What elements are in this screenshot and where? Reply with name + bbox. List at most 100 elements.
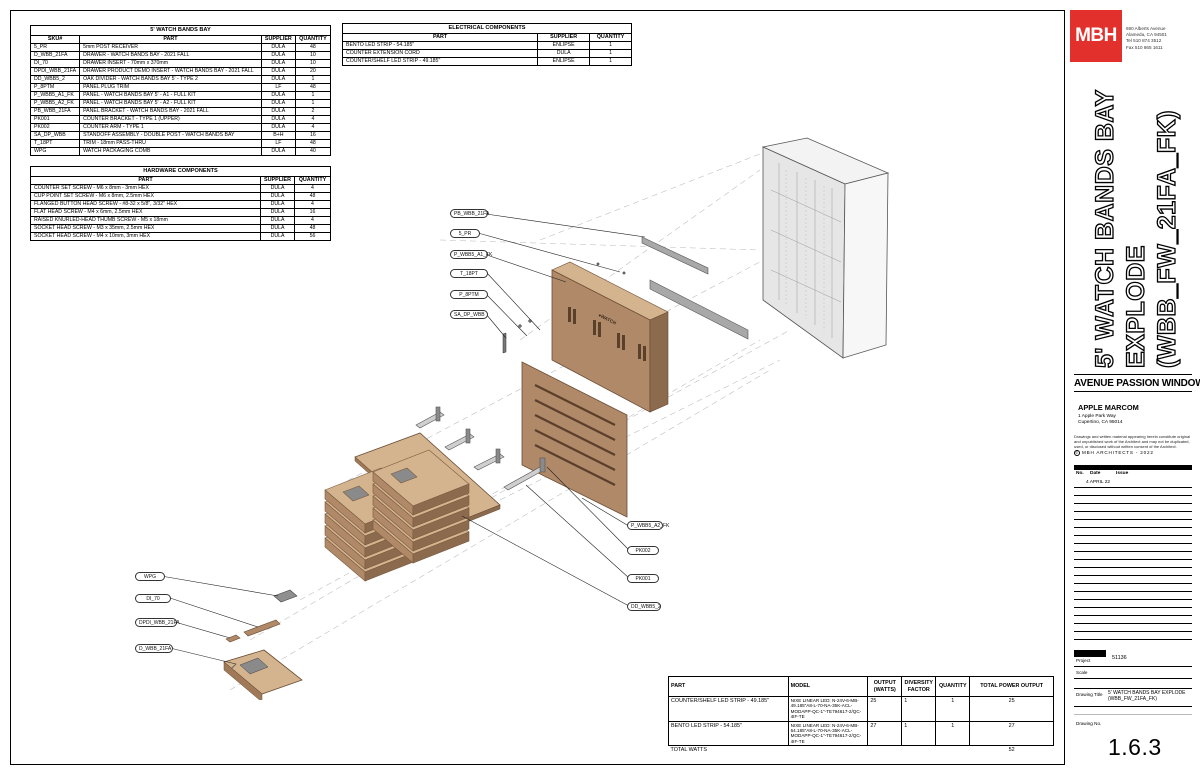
callout-t-18pt: T_18PT [450, 269, 488, 278]
drawing-title-label: Drawing Title [1076, 692, 1103, 697]
watch-packaging-comb [273, 589, 298, 603]
callout-p-8ptm: P_8PTM [450, 290, 488, 299]
divider [1074, 666, 1192, 667]
hardware-components-table: HARDWARE COMPONENTS PART SUPPLIER QUANTI… [29, 166, 331, 241]
col-header: MODEL [787, 676, 869, 697]
panel-brackets [641, 236, 749, 340]
label-block [1074, 650, 1106, 657]
power-output: 25 [867, 696, 903, 722]
callout-d-wbb-21fa: D_WBB_21FA [135, 644, 173, 653]
watch-bands-bay-table: 5' WATCH BANDS BAY SKU# PART SUPPLIER QU… [29, 25, 332, 156]
power-model: NIXE LINEAR LED: N-24V-6-MB-49.185"A8-L-… [787, 696, 869, 722]
title-line: 5' WATCH BANDS BAY [1090, 88, 1119, 368]
drawer-side [412, 519, 470, 552]
drawer-side [412, 531, 470, 564]
col-header: PART [668, 676, 789, 697]
table-row: COUNTER/SHELF LED STRIP - 49.185" NIXE L… [668, 696, 1054, 722]
table-cell: SOCKET HEAD SCREW - M4 x 10mm, 3mm HEX [29, 232, 262, 241]
copyright-notice: Drawings and written material appearing … [1074, 434, 1191, 449]
table-cell: 56 [294, 232, 331, 241]
drawer-insert-slot [342, 485, 370, 502]
callout-5-pr: 5_PR [450, 229, 480, 238]
table-row: BENTO LED STRIP - 54.185" NIXE LINEAR LE… [668, 720, 1054, 747]
table-cell: 40 [294, 147, 332, 156]
rev-col-header: Issue [1116, 471, 1129, 476]
col-header: DIVERSITY FACTOR [901, 676, 937, 697]
callout-wpg: WPG [135, 572, 165, 581]
sheet-number: 1.6.3 [1108, 734, 1162, 760]
copyright-text: MBH ARCHITECTS - 2022 [1082, 450, 1154, 456]
counter-arms [415, 406, 546, 491]
project-name: AVENUE PASSION WINDOWS [1074, 378, 1200, 389]
sheet-border [10, 10, 1065, 765]
power-output: 27 [867, 720, 903, 747]
power-part: COUNTER/SHELF LED STRIP - 49.185" [668, 696, 789, 722]
title-line: EXPLODE [1121, 244, 1150, 368]
mbh-logo: MBH [1070, 10, 1122, 62]
firm-address: 690 Alberts Avenue Alameda, CA 94501 Tel… [1126, 26, 1167, 51]
total-watts-value: 52 [1008, 747, 1015, 754]
power-quantity: 1 [935, 720, 971, 747]
drawer-insert-slot [390, 467, 418, 484]
power-part: BENTO LED STRIP - 54.185" [668, 720, 789, 747]
panel-a2 [521, 361, 628, 518]
callout-dd-wbb5-2: DD_WBB5_2 [627, 602, 661, 611]
revision-rules [1074, 487, 1192, 647]
power-diversity: 1 [901, 720, 937, 747]
address-line: 1 Apple Park Way [1078, 414, 1116, 419]
address-line: Cupertino, CA 95014 [1078, 420, 1123, 425]
project-number: 51136 [1112, 655, 1127, 661]
client-address: 1 Apple Park Way Cupertino, CA 95014 [1078, 414, 1123, 426]
power-total: 25 [969, 696, 1054, 722]
table-cell: COUNTER/SHELF LED STRIP - 49.185" [341, 57, 539, 66]
callout-p-wbb5-a1-fk: P_WBB5_A1_FK [450, 250, 492, 259]
divider [1074, 391, 1192, 392]
address-line: Alameda, CA 94501 [1126, 32, 1167, 38]
electrical-components-table: ELECTRICAL COMPONENTS PART SUPPLIER QUAN… [341, 23, 632, 66]
power-model: NIXE LINEAR LED: N-24V-6-MB-54.185"A8-L-… [787, 720, 869, 747]
address-line: Fax 510 865 1611 [1126, 44, 1163, 50]
col-header: TOTAL POWER OUTPUT [969, 676, 1054, 697]
divider [1074, 714, 1192, 715]
power-quantity: 1 [935, 696, 971, 722]
leader-lines [160, 213, 646, 665]
callout-dpdi-wbb-21fa: DPDI_WBB_21FA [135, 618, 180, 627]
copyright-line: ©MBH ARCHITECTS - 2022 [1074, 450, 1154, 456]
table-cell: 1 [589, 57, 632, 66]
power-total: 27 [969, 720, 1054, 747]
divider [1074, 688, 1192, 689]
drawer-demo-insert [225, 634, 241, 643]
table-row: COUNTER/SHELF LED STRIP - 49.185"ENLIPSE… [341, 57, 632, 66]
total-watts-label: TOTAL WATTS [670, 747, 707, 754]
client-name: APPLE MARCOM [1078, 403, 1139, 412]
title-block: MBH 690 Alberts Avenue Alameda, CA 94501… [1070, 10, 1200, 765]
divider [1074, 678, 1192, 679]
col-header: QUANTITY [935, 676, 971, 697]
address-line: 690 Alberts Avenue [1126, 26, 1166, 31]
explode-drawing: ●WATCH [160, 137, 890, 700]
drawer-side [412, 495, 470, 528]
address-line: Tel 510 874 3512 [1126, 38, 1162, 44]
drawer-side [412, 483, 470, 516]
callout-pk001: PK001 [627, 574, 659, 583]
project-label: Project [1076, 658, 1091, 663]
power-output-table: PART MODEL OUTPUT (WATTS) DIVERSITY FACT… [668, 676, 1054, 755]
rev-col-header: No. [1076, 471, 1084, 476]
callout-sa-dp-wbb: SA_DP_WBB [450, 310, 488, 319]
callout-di-70: DI_70 [135, 594, 171, 603]
title-line: (WBB_FW_21FA_FK) [1152, 109, 1181, 368]
callout-pk002: PK002 [627, 546, 659, 555]
panel-a1: ●WATCH [551, 261, 669, 413]
col-header: OUTPUT (WATTS) [867, 676, 903, 697]
rev-date: 4 APRIL 22 [1086, 480, 1111, 485]
cabinet [761, 137, 890, 359]
table-cell: WPG [29, 147, 81, 156]
single-drawer [223, 649, 303, 700]
callout-p-wbb5-a2-fk: P_WBB5_A2_FK [627, 521, 669, 530]
